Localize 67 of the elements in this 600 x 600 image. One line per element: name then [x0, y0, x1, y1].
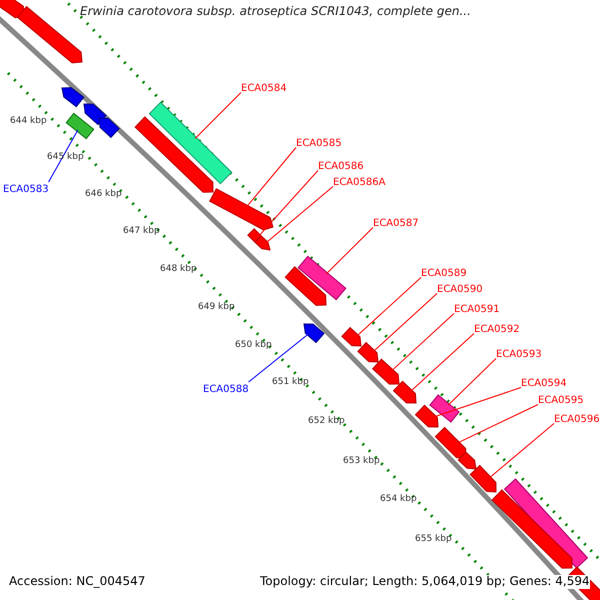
gene-label: ECA0587 [373, 218, 419, 230]
gene-block [134, 116, 214, 193]
gene-block [357, 342, 379, 363]
gene-block [83, 103, 107, 126]
gene-block [372, 358, 400, 385]
gene-label: ECA0584 [241, 83, 287, 94]
gene-block [341, 326, 362, 347]
gene-label: ECA0593 [496, 349, 542, 360]
gene-block [284, 266, 327, 306]
gene-block [303, 324, 325, 344]
scale-label: 648 kbp [160, 264, 197, 274]
leader-line [433, 387, 522, 418]
scale-label: 646 kbp [85, 189, 122, 200]
gene-label: ECA0586 [318, 161, 364, 172]
gene-bar [504, 478, 588, 569]
leader-line [266, 186, 334, 244]
gene-block [491, 489, 572, 569]
scale-label: 644 kbp [10, 116, 47, 126]
scale-label: 654 kbp [380, 494, 417, 504]
leader-line [488, 423, 554, 478]
gene-label: ECA0585 [296, 138, 342, 150]
scale-label: 647 kbp [123, 226, 160, 236]
scale-label: 650 kbp [235, 340, 272, 350]
leader-line [391, 313, 454, 372]
gene-block [209, 188, 274, 230]
leader-line [410, 333, 474, 392]
gene-block [458, 451, 477, 470]
scale-label: 649 kbp [198, 302, 235, 312]
leader-line [48, 129, 78, 182]
gene-label: ECA0590 [437, 284, 483, 296]
scale-label: 651 kbp [272, 377, 309, 388]
gene-label: ECA0583 [3, 184, 49, 196]
gene-label: ECA0596 [554, 414, 600, 426]
gene-block [0, 0, 26, 18]
gene-block [98, 117, 120, 138]
leader-line [356, 277, 422, 337]
scale-label: 653 kbp [343, 456, 380, 466]
gene-bar [148, 102, 232, 184]
scale-label: 655 kbp [415, 534, 452, 544]
gene-label: ECA0595 [538, 395, 584, 406]
gene-label: ECA0594 [521, 378, 567, 390]
leader-line [194, 92, 242, 139]
leader-line [372, 293, 438, 352]
gene-label: ECA0592 [474, 324, 520, 336]
leader-line [258, 170, 318, 236]
gene-block [392, 380, 417, 404]
accession-text: Accession: NC_004547 [9, 575, 146, 589]
scale-label: 652 kbp [308, 416, 345, 426]
gene-block [254, 235, 271, 251]
leader-line [448, 358, 496, 406]
leader-line [246, 147, 296, 208]
gene-bar [66, 112, 94, 140]
gene-label: ECA0588 [203, 384, 249, 396]
leader-line [457, 404, 538, 444]
gene-bar [298, 256, 346, 300]
gene-block [61, 87, 84, 108]
map-title: Erwinia carotovora subsp. atroseptica SCRI1043, complete gen... [80, 5, 471, 19]
gene-block [434, 426, 467, 459]
gene-block [414, 404, 439, 428]
leader-line [248, 333, 310, 382]
gene-label: ECA0591 [454, 304, 500, 316]
leader-line [326, 227, 374, 274]
gene-label: ECA0586A [333, 177, 386, 188]
genome-summary-text: Topology: circular; Length: 5,064,019 bp; Genes: 4,594 [260, 575, 590, 589]
gene-bar [429, 394, 460, 423]
gene-label: ECA0589 [421, 268, 467, 280]
gene-block [470, 464, 496, 493]
